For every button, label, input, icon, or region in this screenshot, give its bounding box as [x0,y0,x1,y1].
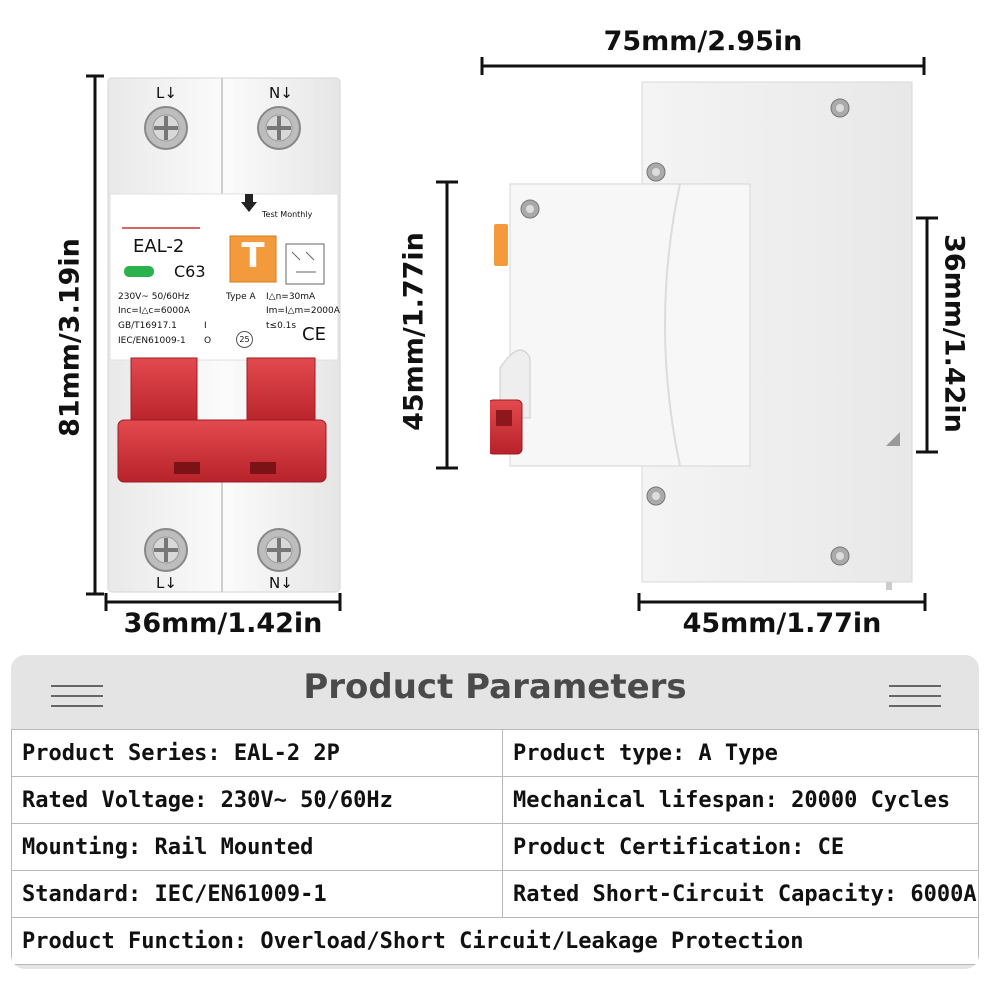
menu-lines-icon [51,685,103,711]
param-cell: Product type: A Type [502,729,979,777]
params-table: Product Series: EAL-2 2P Product type: A… [11,729,979,965]
screw-icon [257,528,301,572]
table-row: Product Function: Overload/Short Circuit… [11,917,979,965]
side-mid-height-label: 45mm/1.77in [398,232,430,431]
spec-type: Type A [226,292,256,302]
side-mid-height-dimension [436,180,458,470]
params-title: Product Parameters [303,667,687,707]
screw-icon [520,199,540,219]
param-function: Product Function: Overload/Short Circuit… [11,917,979,965]
side-depth-label: 45mm/1.77in [682,608,882,639]
test-monthly-label: Test Monthly [262,210,313,219]
front-height-label: 81mm/3.19in [54,238,86,437]
screw-icon [830,98,850,118]
side-width-label: 75mm/2.95in [603,26,803,57]
table-row: Mounting: Rail Mounted Product Certifica… [11,823,979,871]
screw-icon [144,106,188,150]
param-cell: Product Certification: CE [502,823,979,871]
table-row: Standard: IEC/EN61009-1 Rated Short-Circ… [11,870,979,918]
terminal-bottom-right: N↓ [269,574,293,592]
spec-io-o: O [204,336,212,346]
terminal-top-right: N↓ [269,84,293,102]
terminal-bottom-left: L↓ [156,574,177,592]
spec-im: Im=I△m=2000A [266,306,340,316]
product-parameters-panel: Product Parameters Product Series: EAL-2… [11,655,979,969]
screw-icon [144,528,188,572]
spec-voltage: 230V~ 50/60Hz [118,292,190,302]
breaker-side-view [490,81,913,590]
spec-25: 25 [236,331,253,348]
spec-idn: I△n=30mA [266,292,316,302]
side-width-dimension [480,57,926,75]
param-cell: Mounting: Rail Mounted [11,823,503,871]
table-row: Rated Voltage: 230V∼ 50/60Hz Mechanical … [11,776,979,824]
param-cell: Standard: IEC/EN61009-1 [11,870,503,918]
spec-io-i: I [204,321,207,331]
front-width-label: 36mm/1.42in [123,608,323,639]
terminal-top-left: L↓ [156,84,177,102]
spec-iec: IEC/EN61009-1 [118,336,186,346]
front-height-dimension [86,74,104,596]
model-name: EAL-2 [133,236,185,257]
param-cell: Mechanical lifespan: 20000 Cycles [502,776,979,824]
front-width-dimension [104,593,342,611]
screw-icon [646,486,666,506]
breaker-front-view [107,77,341,593]
spec-inc: Inc=I△c=6000A [118,306,190,316]
table-row: Product Series: EAL-2 2P Product type: A… [11,729,979,777]
param-cell: Rated Voltage: 230V∼ 50/60Hz [11,776,503,824]
screw-icon [830,546,850,566]
screw-icon [257,106,301,150]
ce-mark: CE [302,324,326,345]
side-rail-height-dimension [916,216,938,454]
test-button: T [241,236,265,276]
rating: C63 [174,262,206,281]
menu-lines-icon [889,685,941,711]
param-cell: Product Series: EAL-2 2P [11,729,503,777]
screw-icon [646,162,666,182]
spec-gb: GB/T16917.1 [118,321,177,331]
spec-ts: t≤0.1s [266,321,297,331]
side-rail-height-label: 36mm/1.42in [938,234,970,433]
param-cell: Rated Short-Circuit Capacity: 6000A [502,870,979,918]
side-depth-dimension [637,593,927,611]
